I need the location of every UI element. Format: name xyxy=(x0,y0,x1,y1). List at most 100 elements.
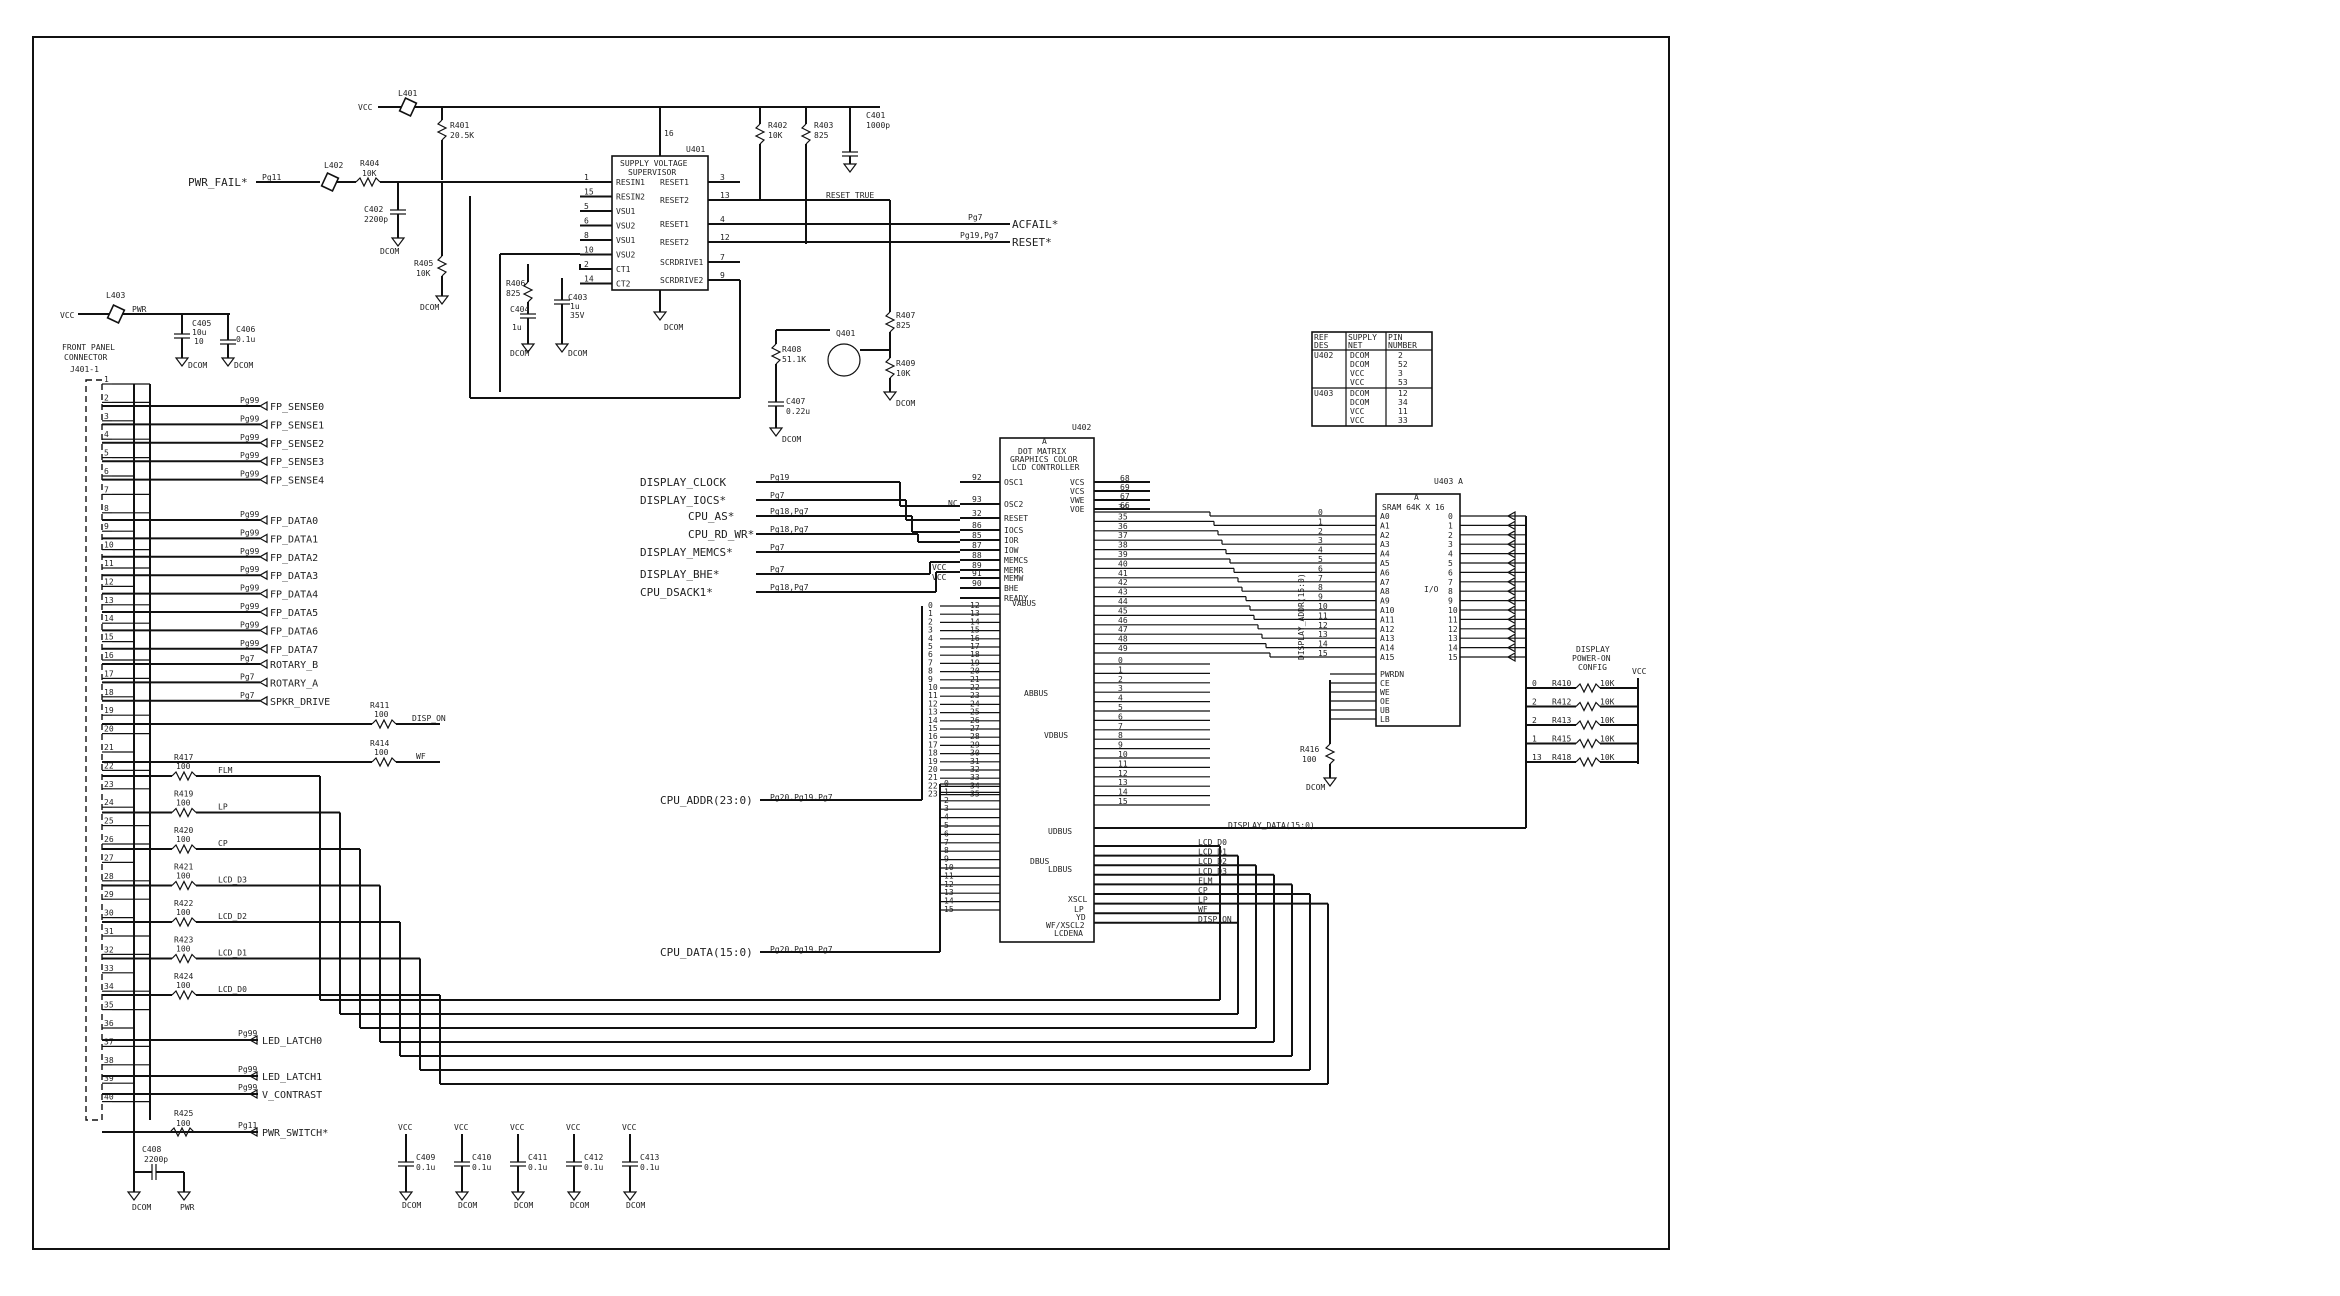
config-title-3: CONFIG xyxy=(1578,663,1607,672)
c403-volt: 35V xyxy=(570,311,585,320)
bottom-signal-name: PWR_SWITCH* xyxy=(262,1128,328,1139)
addr-bus-pin: 26 xyxy=(970,716,980,725)
fp-signal-arrow xyxy=(258,606,268,618)
controller-pin-number: 32 xyxy=(972,509,982,518)
controller-pin-name: BHE xyxy=(1004,584,1019,593)
sram-io-pin: 5 xyxy=(1448,559,1453,568)
fp-signal-name: FP_DATA3 xyxy=(270,571,318,582)
addr-bus-pin: 24 xyxy=(970,699,980,708)
c405-ref: C405 xyxy=(192,319,211,328)
sram-addr-name: A3 xyxy=(1380,540,1390,549)
config-vcc: VCC xyxy=(1632,667,1647,676)
lcd-net-val: 100 xyxy=(176,762,191,771)
supervisor-title: SUPPLY VOLTAGE xyxy=(620,159,688,168)
decoupling-ref: C409 xyxy=(416,1153,435,1162)
cpu-signal-page: Pg7 xyxy=(770,565,785,574)
svg-text:DCOM: DCOM xyxy=(510,349,529,358)
table-net: DCOM xyxy=(1350,351,1369,360)
vdbus-pin: 10 xyxy=(1118,750,1128,759)
config-resistor xyxy=(1575,719,1601,731)
sram-io-arrow xyxy=(1506,539,1516,550)
cpu-signal-page: Pg7 xyxy=(770,491,785,500)
lcd-net-val: 100 xyxy=(176,872,191,881)
controller-pin-name: OSC1 xyxy=(1004,478,1023,487)
data-bus-index: 7 xyxy=(944,838,949,847)
connector-pin-number: 14 xyxy=(104,614,114,623)
connector-pin-number: 11 xyxy=(104,559,114,568)
vabus-pin: 45 xyxy=(1118,606,1128,615)
lcd-net-name: LCD_D0 xyxy=(218,985,247,994)
c405-val: 10u xyxy=(192,328,207,337)
fp-signal-name: FP_DATA6 xyxy=(270,626,318,637)
bottom-signal-page: Pg99 xyxy=(238,1065,257,1074)
table-header: NET xyxy=(1348,341,1363,350)
fp-signal-page: Pg99 xyxy=(240,565,259,574)
connector-pin-number: 27 xyxy=(104,853,114,862)
ground-symbol xyxy=(622,1191,638,1201)
fp-signal-page: Pg99 xyxy=(240,528,259,537)
vabus-pin: 42 xyxy=(1118,578,1128,587)
sram-ctrl-name: OE xyxy=(1380,697,1390,706)
disp-net-name: DISP_ON xyxy=(412,714,446,723)
supervisor-pin-number: 9 xyxy=(720,271,725,280)
addr-bus-pin: 29 xyxy=(970,740,980,749)
cpu-signal-page: Pg7 xyxy=(770,543,785,552)
decoupling-dcom: DCOM xyxy=(458,1201,477,1210)
c404-ref: C404 xyxy=(510,305,529,314)
controller-pin-number: 92 xyxy=(972,473,982,482)
bottom-signal-arrow xyxy=(248,1126,258,1138)
sram-addr-index: 1 xyxy=(1318,517,1323,526)
j401-connector xyxy=(85,379,103,1121)
c406-ref: C406 xyxy=(236,325,255,334)
connector-pin-number: 22 xyxy=(104,761,114,770)
controller-pin-number: 67 xyxy=(1120,492,1130,501)
c408-val: 2200p xyxy=(144,1155,168,1164)
supervisor-pin-name: RESET2 xyxy=(660,238,689,247)
addr-bus-pin: 35 xyxy=(970,790,980,799)
svg-text:UDBUS: UDBUS xyxy=(1048,827,1072,836)
decoupling-dcom: DCOM xyxy=(570,1201,589,1210)
config-val: 10K xyxy=(1600,716,1615,725)
vdbus-pin: 1 xyxy=(1118,665,1123,674)
disp-net-ref: R414 xyxy=(370,739,389,748)
sram-addr-name: A11 xyxy=(1380,615,1395,624)
config-bit: 13 xyxy=(1532,753,1542,762)
pwr-fail-net: PWR_FAIL* xyxy=(188,176,248,189)
lcd-net-ref: R424 xyxy=(174,972,193,981)
sram-io-arrow xyxy=(1506,548,1516,559)
connector-pin-number: 17 xyxy=(104,669,114,678)
svg-text:LDBUS: LDBUS xyxy=(1048,865,1072,874)
fp-signal-arrow xyxy=(258,658,268,670)
fp-signal-arrow xyxy=(258,400,268,412)
controller-nc: NC xyxy=(948,499,958,508)
vdbus-pin: 2 xyxy=(1118,675,1123,684)
decoupling-dcom: DCOM xyxy=(626,1201,645,1210)
vcc-label: VCC xyxy=(358,103,373,112)
r401-val: 20.5K xyxy=(450,131,474,140)
r425-ref: R425 xyxy=(174,1109,193,1118)
r402-ref: R402 xyxy=(768,121,787,130)
fp-signal-arrow xyxy=(258,625,268,636)
addr-bus-index: 8 xyxy=(928,667,933,676)
supervisor-chip xyxy=(611,155,709,291)
lcd-net-val: 100 xyxy=(176,945,191,954)
vcc-label-fp: VCC xyxy=(60,311,75,320)
connector-pin-number: 33 xyxy=(104,964,114,973)
lcd-net-ref: R423 xyxy=(174,936,193,945)
supervisor-pin-number: 1 xyxy=(584,173,589,182)
c402-val: 2200p xyxy=(364,215,388,224)
addr-bus-pin: 34 xyxy=(970,781,980,790)
svg-text:LCDENA: LCDENA xyxy=(1054,929,1083,938)
connector-pin-number: 24 xyxy=(104,798,114,807)
lcd-net-val: 100 xyxy=(176,908,191,917)
vabus-pin: 38 xyxy=(1118,541,1128,550)
ground-symbol xyxy=(566,1191,582,1201)
controller-pin-name: OSC2 xyxy=(1004,500,1023,509)
vabus-pin: 40 xyxy=(1118,559,1128,568)
config-val: 10K xyxy=(1600,753,1615,762)
pwr-fail-page: Pg11 xyxy=(262,173,281,182)
lcd-net-val: 100 xyxy=(176,981,191,990)
svg-text:A: A xyxy=(1042,437,1047,446)
cpu-signal-name: DISPLAY_BHE* xyxy=(640,568,719,581)
